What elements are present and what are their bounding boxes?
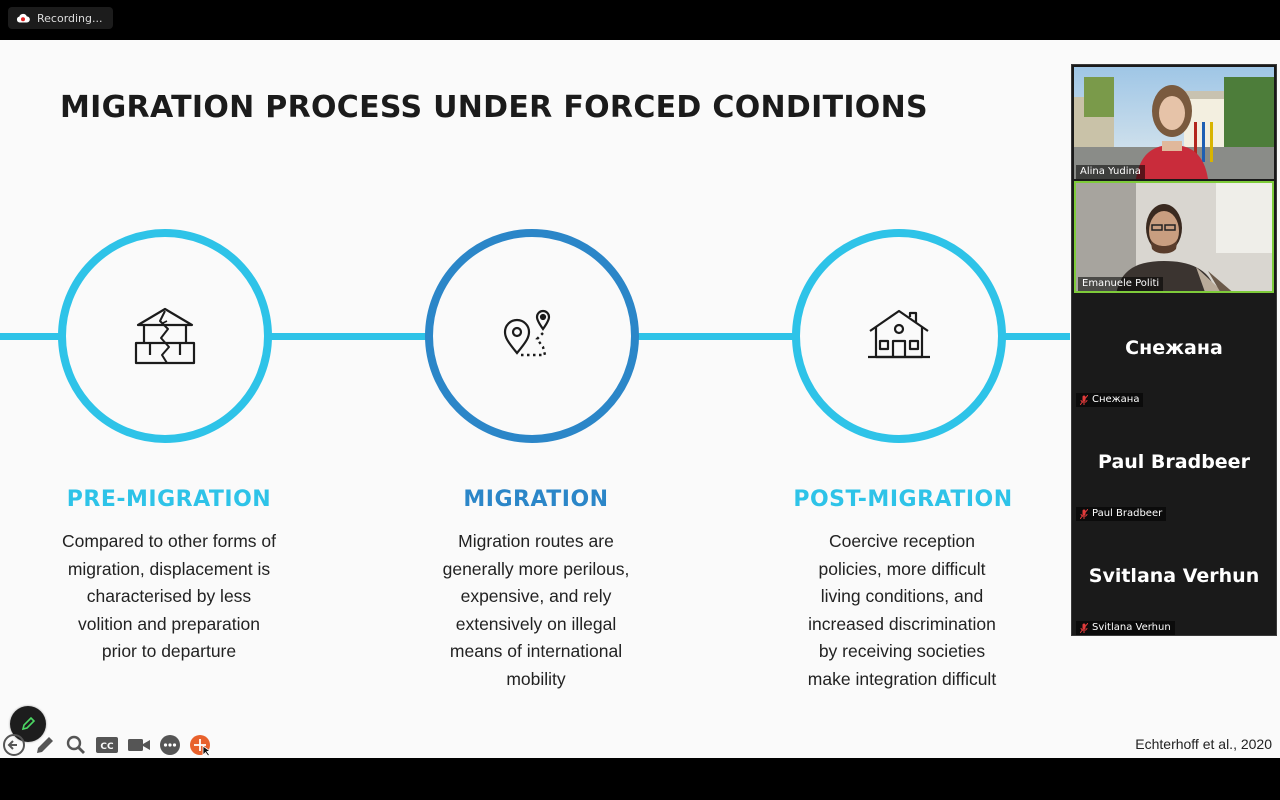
description-line: generally more perilous, — [442, 558, 630, 579]
participant-name-label: Paul Bradbeer — [1076, 507, 1167, 521]
description-line: Coercive reception — [829, 531, 975, 551]
damaged-building-icon — [134, 307, 196, 365]
closed-captions-icon[interactable]: CC — [95, 733, 119, 757]
description-line: volition and preparation — [78, 613, 260, 634]
muted-mic-icon — [1079, 622, 1089, 634]
muted-mic-icon — [1079, 508, 1089, 520]
participant-tile-no-video[interactable]: Paul Bradbeer Paul Bradbeer — [1074, 409, 1274, 521]
description-line: Compared to other forms of — [62, 531, 276, 551]
description-line: expensive, and rely — [460, 586, 612, 606]
participant-display-name: Paul Bradbeer — [1098, 451, 1250, 473]
participant-name-label: Svitlana Verhun — [1076, 621, 1175, 635]
annotate-pencil-icon[interactable] — [33, 733, 57, 757]
closed-captions-label: CC — [100, 742, 114, 752]
migration-description: Migration routes are generally more peri… — [401, 528, 671, 693]
description-line: living conditions, and — [820, 586, 984, 606]
description-line: policies, more difficult — [818, 558, 986, 579]
recording-label: Recording... — [37, 11, 103, 25]
description-line: extensively on illegal — [455, 613, 617, 634]
recording-indicator[interactable]: Recording... — [8, 7, 113, 29]
participant-name: Paul Bradbeer — [1092, 508, 1163, 519]
description-line: means of international — [449, 641, 623, 661]
pen-icon — [21, 716, 36, 731]
description-line: characterised by less — [86, 586, 252, 606]
cloud-record-icon — [16, 13, 30, 23]
bottom-bar — [0, 758, 1280, 800]
description-line: by receiving societies — [818, 641, 986, 661]
participant-name-label: Emanuele Politi — [1078, 277, 1164, 291]
migration-circle — [425, 229, 639, 443]
presentation-toolbar: CC — [0, 712, 230, 756]
participant-name-label: Alina Yudina — [1076, 165, 1145, 179]
route-map-pin-icon — [503, 309, 551, 357]
muted-mic-icon — [1079, 394, 1089, 406]
description-line: increased discrimination — [808, 613, 996, 634]
citation: Echterhoff et al., 2020 — [1135, 736, 1272, 752]
presentation-slide: MIGRATION PROCESS UNDER FORCED CONDITION… — [0, 40, 1280, 758]
participant-display-name: Снежана — [1125, 337, 1223, 359]
description-line: mobility — [506, 668, 566, 689]
pre-migration-circle — [58, 229, 272, 443]
participant-tile-no-video[interactable]: Svitlana Verhun Svitlana Verhun — [1074, 523, 1274, 635]
participant-name: Emanuele Politi — [1082, 278, 1160, 289]
participant-video-feed — [1074, 67, 1274, 179]
back-arrow-icon[interactable] — [2, 733, 26, 757]
description-line: migration, displacement is — [67, 558, 271, 579]
participant-tile-active-speaker[interactable]: Emanuele Politi — [1074, 181, 1274, 293]
participants-panel: Alina Yudina Emanuele Politi Снежана Сне… — [1071, 64, 1277, 636]
participant-name-label: Снежана — [1076, 393, 1144, 407]
camera-icon[interactable] — [127, 733, 151, 757]
house-icon — [868, 309, 930, 359]
pre-migration-heading: PRE-MIGRATION — [66, 487, 272, 512]
more-icon[interactable] — [158, 733, 182, 757]
participant-tile-no-video[interactable]: Снежана Снежана — [1074, 295, 1274, 407]
top-bar: Recording... — [0, 0, 1280, 40]
description-line: make integration difficult — [807, 668, 997, 689]
post-migration-circle — [792, 229, 1006, 443]
description-line: Migration routes are — [458, 531, 614, 551]
participant-tile-video[interactable]: Alina Yudina — [1074, 67, 1274, 179]
slide-title: MIGRATION PROCESS UNDER FORCED CONDITION… — [60, 90, 928, 125]
post-migration-heading: POST-MIGRATION — [793, 487, 1013, 512]
pre-migration-description: Compared to other forms of migration, di… — [34, 528, 304, 666]
search-icon[interactable] — [64, 733, 88, 757]
description-line: prior to departure — [101, 641, 237, 661]
participant-name: Снежана — [1092, 394, 1140, 405]
migration-heading: MIGRATION — [463, 487, 609, 512]
participant-name: Svitlana Verhun — [1092, 622, 1171, 633]
participant-display-name: Svitlana Verhun — [1088, 565, 1260, 587]
laser-pointer-icon[interactable] — [189, 733, 213, 757]
participant-name: Alina Yudina — [1080, 166, 1141, 177]
post-migration-description: Coercive reception policies, more diffic… — [768, 528, 1036, 693]
